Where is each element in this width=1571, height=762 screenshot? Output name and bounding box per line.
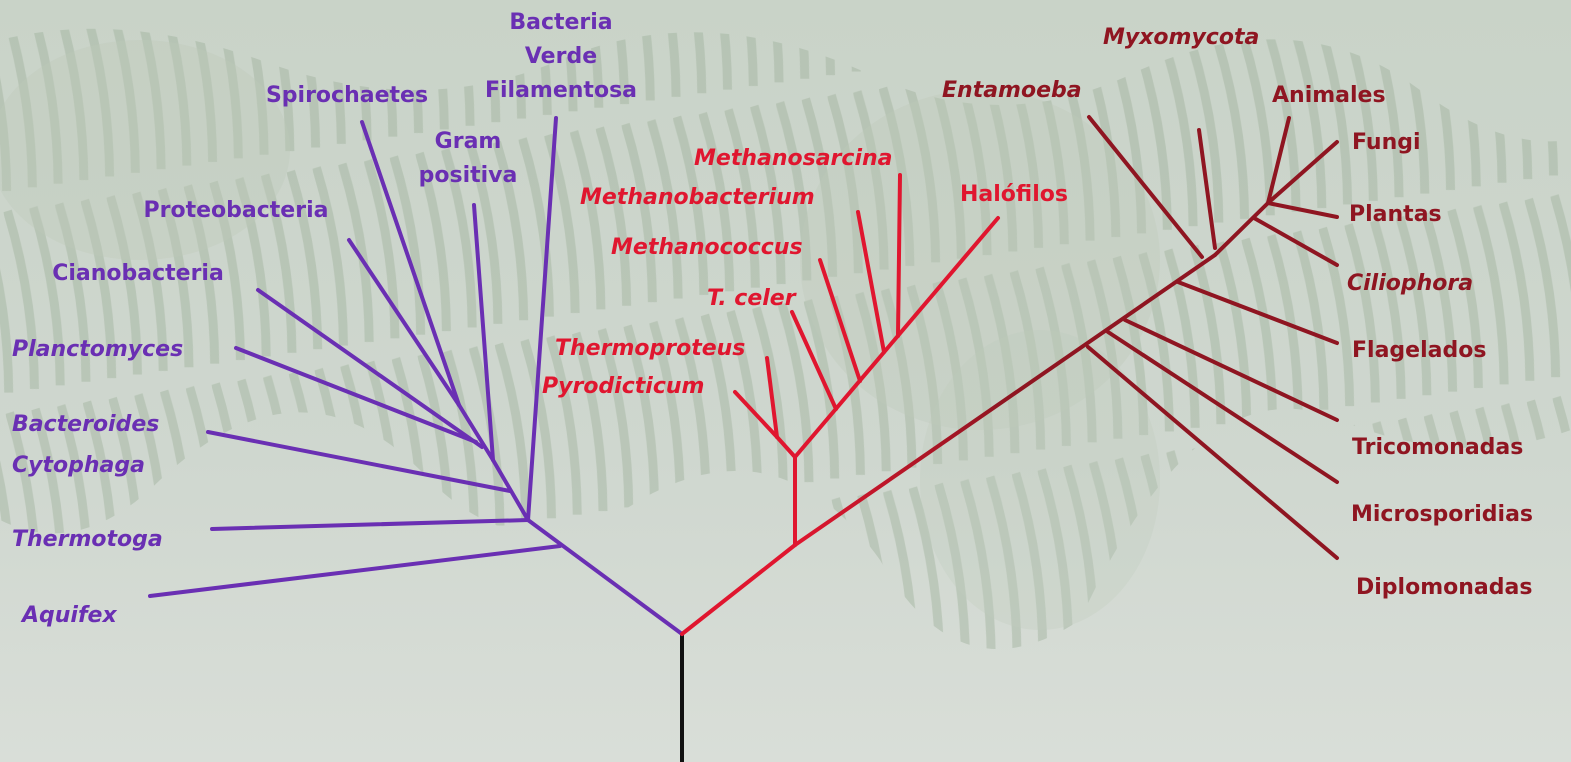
label-gram-positiva-line2: positiva (419, 163, 518, 188)
label-flagelados: Flagelados (1352, 338, 1486, 363)
label-t-celer: T. celer (707, 286, 797, 311)
label-halofilos: Halófilos (960, 182, 1068, 207)
label-bacteria-verde-line3: Filamentosa (485, 78, 637, 103)
label-bacteria-verde-line1: Bacteria (509, 10, 612, 35)
label-methanococcus: Methanococcus (611, 235, 803, 260)
label-cianobacteria: Cianobacteria (52, 261, 224, 286)
label-bacteria-verde-line2: Verde (525, 44, 597, 69)
label-planctomyces: Planctomyces (12, 337, 183, 362)
label-thermoproteus: Thermoproteus (555, 336, 745, 361)
label-animales: Animales (1272, 83, 1386, 108)
label-myxomycota: Myxomycota (1103, 25, 1259, 50)
label-methanosarcina: Methanosarcina (694, 146, 893, 171)
label-aquifex: Aquifex (20, 603, 117, 628)
label-plantas: Plantas (1349, 202, 1442, 227)
label-proteobacteria: Proteobacteria (144, 198, 329, 223)
label-spirochaetes: Spirochaetes (266, 83, 428, 108)
label-entamoeba: Entamoeba (942, 78, 1082, 103)
label-methanobacterium: Methanobacterium (580, 185, 815, 210)
label-pyrodicticum: Pyrodicticum (542, 374, 704, 399)
label-gram-positiva-line1: Gram (435, 129, 502, 154)
label-microsporidias: Microsporidias (1351, 502, 1533, 527)
label-thermotoga: Thermotoga (12, 527, 163, 552)
label-bacteroides: Bacteroides (12, 412, 159, 437)
label-fungi: Fungi (1352, 130, 1421, 155)
label-ciliophora: Ciliophora (1347, 271, 1473, 296)
label-diplomonadas: Diplomonadas (1356, 575, 1532, 600)
label-cytophaga: Cytophaga (12, 453, 145, 478)
label-tricomonadas: Tricomonadas (1352, 435, 1523, 460)
